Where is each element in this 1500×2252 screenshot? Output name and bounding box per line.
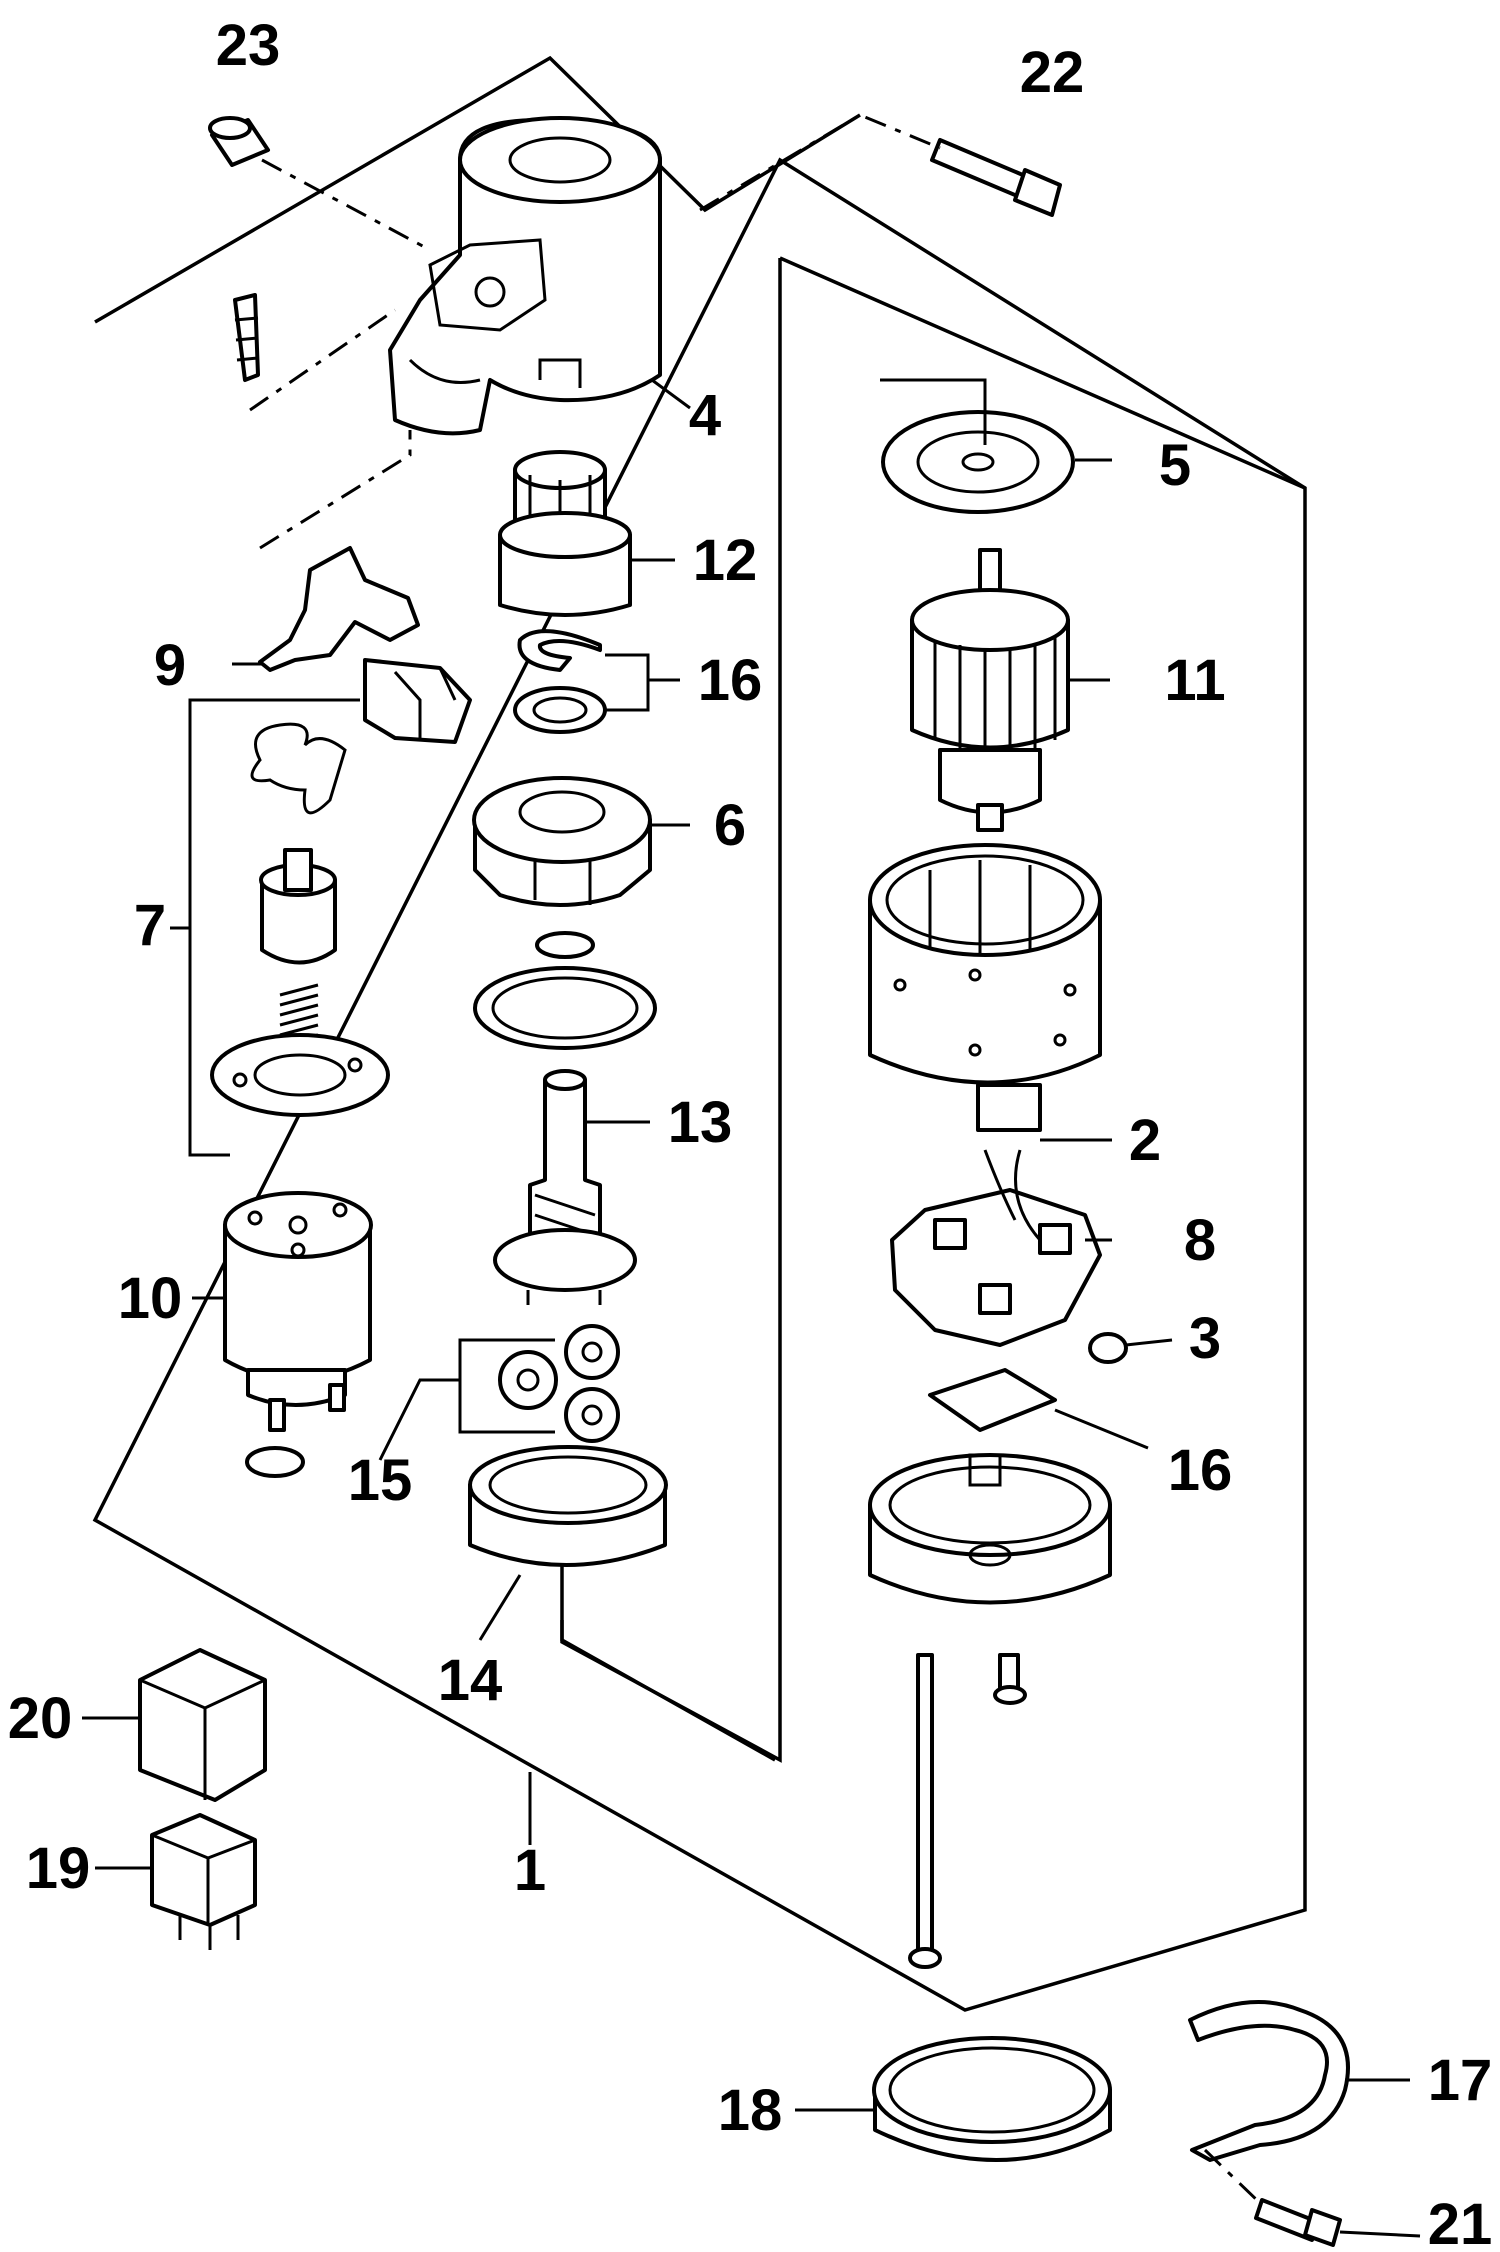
part-18-band (795, 2036, 1112, 2162)
callout-23: 23 (216, 13, 281, 78)
part-17-clamp (1188, 2000, 1410, 2162)
callout-3: 3 (1189, 1306, 1221, 1371)
part-10-solenoid (192, 1191, 373, 1478)
callout-4: 4 (689, 383, 721, 448)
part-7-solenoid-parts (170, 658, 472, 1157)
part-11-armature (910, 548, 1110, 832)
callout-11: 11 (1164, 648, 1225, 713)
callout-5: 5 (1159, 433, 1191, 498)
part-13-shaft (493, 1069, 650, 1305)
part-2-brush (976, 1083, 1112, 1142)
screw-and-through-bolt (908, 1653, 1027, 1969)
callout-6: 6 (714, 793, 746, 858)
part-12-pinion (498, 450, 675, 617)
part-23-bushing (208, 116, 431, 252)
part-5-cover-plate (880, 378, 1112, 514)
callout-20: 20 (8, 1686, 73, 1751)
gasket-and-washer (473, 931, 657, 1050)
callout-21: 21 (1428, 2192, 1493, 2252)
part-8-brush-holder (890, 1149, 1112, 1347)
callout-10: 10 (118, 1266, 183, 1331)
callout-16-lower: 16 (1168, 1438, 1233, 1503)
part-20-relay (82, 1648, 267, 1802)
part-6-gear-housing (472, 776, 690, 907)
callout-15: 15 (348, 1448, 413, 1513)
callout-9: 9 (154, 633, 186, 698)
part-19-relay (95, 1813, 257, 1950)
part-4-drive-housing (233, 116, 691, 550)
callout-labels: 1 2 3 4 5 6 7 8 9 10 11 12 13 14 15 16 1… (8, 13, 1493, 2252)
callout-16-upper: 16 (698, 648, 763, 713)
part-16-lower-plate (928, 1368, 1149, 1450)
assembly-frame (92, 55, 1307, 2012)
callout-1: 1 (514, 1838, 546, 1903)
part-9-shift-lever (232, 546, 420, 672)
callout-7: 7 (134, 893, 166, 958)
part-16-upper-clip-washer (513, 629, 680, 734)
callout-8: 8 (1184, 1208, 1216, 1273)
callout-18: 18 (718, 2078, 783, 2143)
part-22-bolt (699, 113, 1062, 217)
callout-17: 17 (1428, 2048, 1493, 2113)
yoke-housing (868, 843, 1102, 1085)
end-frame (868, 1453, 1112, 1605)
callout-13: 13 (668, 1090, 733, 1155)
callout-2: 2 (1129, 1108, 1161, 1173)
callout-22: 22 (1020, 40, 1085, 105)
part-15-planetary-gears (378, 1324, 620, 1461)
part-3-grommet (1088, 1332, 1173, 1364)
part-14-internal-gear (468, 1445, 668, 1641)
callout-19: 19 (26, 1836, 91, 1901)
callout-14: 14 (438, 1648, 503, 1713)
part-21-bolt (1203, 2148, 1421, 2247)
callout-12: 12 (693, 528, 758, 593)
